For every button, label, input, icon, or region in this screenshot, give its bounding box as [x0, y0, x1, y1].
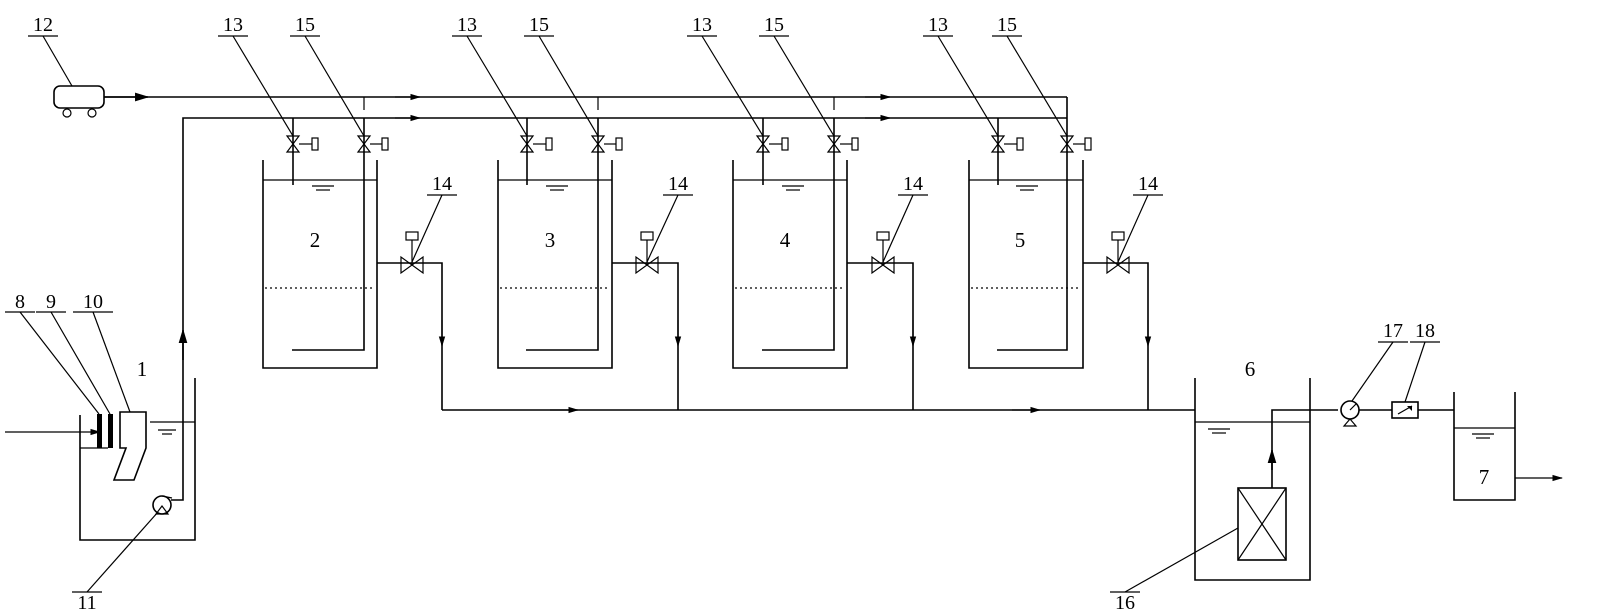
label-13-c: 13	[692, 14, 712, 36]
label-2: 2	[310, 228, 321, 252]
label-13-b: 13	[457, 14, 477, 36]
label-3: 3	[545, 228, 556, 252]
label-15-b: 15	[529, 14, 549, 36]
label-14-a: 14	[432, 173, 452, 195]
valve-15-tank-4	[826, 135, 859, 153]
valve-14-tank-4	[847, 231, 917, 410]
label-15-d: 15	[997, 14, 1017, 36]
reactor-4	[732, 118, 848, 369]
label-4: 4	[780, 228, 791, 252]
label-18: 18	[1415, 320, 1435, 342]
reactor-2	[262, 118, 378, 369]
valve-15-tank-5	[1059, 135, 1092, 153]
label-6: 6	[1245, 357, 1256, 381]
pump-11	[152, 495, 173, 515]
flowmeter-18	[1391, 401, 1419, 419]
chute-10	[112, 411, 147, 481]
valve-13-tank-3	[519, 135, 553, 153]
valve-15-tank-3	[590, 135, 623, 153]
label-12: 12	[33, 14, 53, 36]
label-9: 9	[46, 291, 56, 313]
reactor-5	[968, 118, 1084, 369]
label-14-c: 14	[903, 173, 923, 195]
leader-lines	[5, 35, 1440, 593]
valve-14-tank-5	[1083, 231, 1152, 410]
tank-6	[1194, 378, 1338, 581]
membrane-module-16	[1237, 487, 1287, 561]
screen-8	[97, 414, 102, 448]
valve-15-tank-2	[356, 135, 389, 153]
label-14-d: 14	[1138, 173, 1158, 195]
label-13-d: 13	[928, 14, 948, 36]
label-11: 11	[77, 592, 96, 614]
label-16: 16	[1115, 592, 1135, 614]
label-17: 17	[1383, 320, 1403, 342]
label-15-c: 15	[764, 14, 784, 36]
valve-14-tank-2	[377, 231, 446, 410]
label-14-b: 14	[668, 173, 688, 195]
label-5: 5	[1015, 228, 1026, 252]
label-13-a: 13	[223, 14, 243, 36]
label-7: 7	[1479, 465, 1490, 489]
blower-12	[53, 85, 105, 118]
tank-7	[1453, 392, 1564, 501]
screen-9	[108, 414, 113, 448]
valve-14-tank-3	[612, 231, 682, 410]
valve-13-tank-5	[990, 135, 1024, 153]
label-8: 8	[15, 291, 25, 313]
tank-1	[5, 117, 1067, 541]
label-1: 1	[137, 357, 148, 381]
valve-13-tank-4	[755, 135, 789, 153]
label-15-a: 15	[295, 14, 315, 36]
label-10: 10	[83, 291, 103, 313]
valve-13-tank-2	[285, 135, 319, 153]
pump-17	[1340, 400, 1360, 427]
